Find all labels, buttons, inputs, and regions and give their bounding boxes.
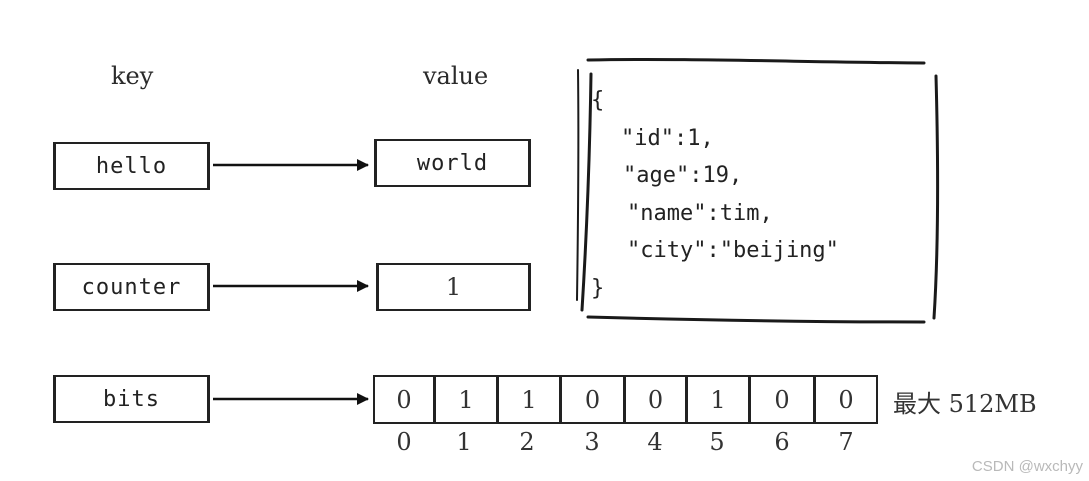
watermark: CSDN @wxchyy: [971, 458, 1083, 475]
json-line-city: "city":"beijing": [627, 238, 839, 263]
bit-index-4: 4: [647, 428, 663, 456]
json-line-age: "age":19,: [623, 163, 743, 188]
bit-cell-0: 0: [373, 375, 435, 424]
value-box-counter: 1: [376, 263, 531, 311]
key-box-bits: bits: [53, 375, 210, 423]
bit-cell-5: 1: [686, 375, 750, 424]
json-value-box: [576, 57, 940, 324]
key-box-hello: hello: [53, 142, 210, 190]
bit-index-0: 0: [396, 428, 412, 456]
bit-index-1: 1: [456, 428, 472, 456]
json-value-text: { "id":1, "age":19, "name":tim, "city":"beij…: [591, 82, 839, 307]
json-line-id: "id":1,: [621, 125, 714, 151]
key-column-header: key: [111, 62, 154, 90]
bit-cell-2: 1: [497, 375, 561, 424]
json-line-name: "name":tim,: [627, 200, 773, 226]
value-column-header: value: [423, 62, 489, 90]
bitmap-size-limit: 最大 512MB: [893, 390, 1037, 418]
bit-index-5: 5: [709, 428, 725, 456]
json-open-brace: {: [591, 88, 605, 113]
bit-index-6: 6: [774, 428, 790, 456]
json-close-brace: }: [591, 275, 605, 301]
value-box-world: world: [374, 139, 531, 187]
key-box-counter: counter: [53, 263, 210, 311]
bit-cell-1: 1: [434, 375, 498, 424]
bit-cell-7: 0: [814, 375, 878, 424]
bit-cell-6: 0: [749, 375, 815, 424]
bit-index-7: 7: [838, 428, 854, 456]
bit-index-2: 2: [519, 428, 535, 456]
bit-index-3: 3: [584, 428, 600, 456]
bit-cell-3: 0: [560, 375, 625, 424]
bit-cell-4: 0: [624, 375, 687, 424]
